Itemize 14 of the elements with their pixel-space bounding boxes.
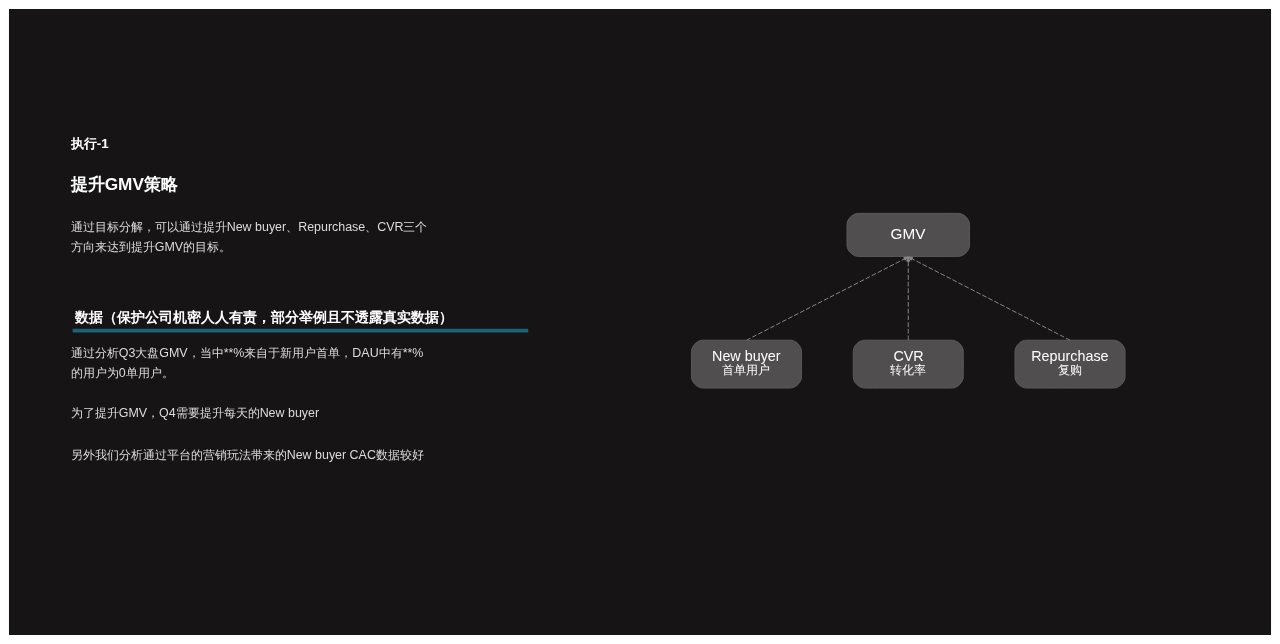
label: 另外我们分析通过平台的营销玩法带来的New buyer CAC数据较好 [70,447,424,462]
label: 通过目标分解，可以通过提升New buyer、Repurchase、CVR三个方向来达到提升GMV的目标。 [70,219,428,255]
node-box: CVR 转化率 [852,339,964,389]
node-box: New buyer 首单用户 [690,339,802,389]
label: 执行-1 [70,135,109,151]
label: 为了提升GMV，Q4需要提升每天的New buyer [70,405,320,420]
arrow [907,256,1071,341]
label: 提升GMV策略 [70,174,178,195]
label: 数据（保护公司机密人人有责，部分举例且不透露真实数据） [74,309,453,326]
node-box: GMV [846,212,970,257]
label: 通过分析Q3大盘GMV，当中**%来自于新用户首单，DAU中有**%的用户为0单用户。 [70,346,424,381]
node-box: Repurchase 复购 [1014,339,1126,389]
arrow [746,256,909,341]
arrow [906,256,911,341]
